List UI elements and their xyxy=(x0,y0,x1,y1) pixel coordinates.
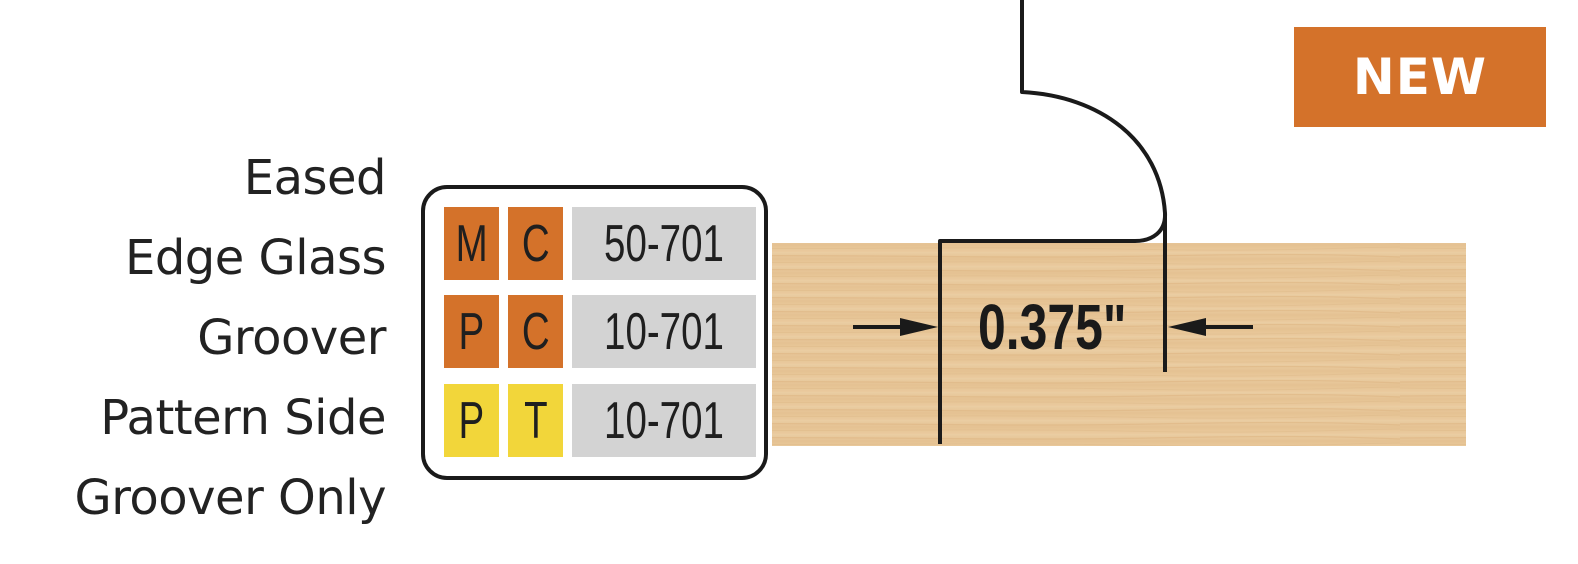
code-letter: T xyxy=(523,391,548,450)
title-line: Pattern Side xyxy=(100,390,386,446)
code-letter: C xyxy=(521,214,550,273)
new-badge: NEW xyxy=(1294,27,1546,127)
arrow-right-icon xyxy=(900,318,938,336)
code-box-bg xyxy=(508,207,563,280)
code-letter: P xyxy=(458,302,485,361)
product-title: Eased Edge Glass Groover Pattern Side Gr… xyxy=(74,138,387,538)
part-number: 50-701 xyxy=(604,214,724,273)
part-number: 10-701 xyxy=(604,302,724,361)
code-letter: C xyxy=(521,302,550,361)
code-letter: M xyxy=(455,214,488,273)
arrow-left-icon xyxy=(1168,318,1206,336)
part-number: 10-701 xyxy=(604,391,724,450)
code-box-bg xyxy=(508,384,563,457)
dimension-label: 0.375" xyxy=(977,291,1127,363)
title-line: Groover xyxy=(197,310,386,366)
cutter-code-panel: M C 50-701 P C 10-701 P T 10-701 xyxy=(421,185,768,480)
title-line: Groover Only xyxy=(74,470,387,526)
title-line: Edge Glass xyxy=(124,230,387,286)
cutter-profile-line xyxy=(938,0,1168,444)
part-number-bg xyxy=(572,295,756,368)
code-box-bg xyxy=(444,295,499,368)
wood-stock-tint xyxy=(772,243,1466,446)
code-box-bg xyxy=(444,207,499,280)
title-line: Eased xyxy=(243,150,387,206)
part-number-bg xyxy=(572,207,756,280)
code-letter: P xyxy=(458,391,485,450)
wood-stock xyxy=(772,243,1466,446)
part-number-bg xyxy=(572,384,756,457)
code-box-bg xyxy=(508,295,563,368)
code-box-bg xyxy=(444,384,499,457)
